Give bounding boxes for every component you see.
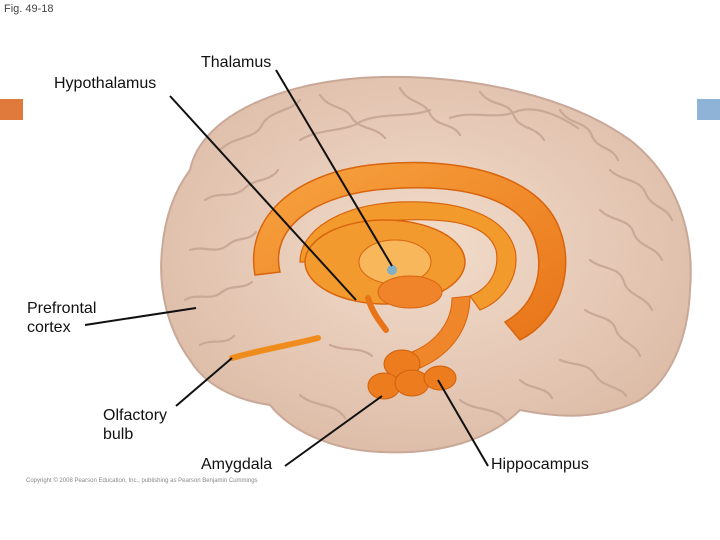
right-corner-marker <box>697 99 720 120</box>
copyright-notice: Copyright © 2008 Pearson Education, Inc.… <box>26 478 258 484</box>
thalamus-leader <box>275 69 393 267</box>
hypothalamus-leader <box>169 95 357 301</box>
label-hippocampus: Hippocampus <box>491 456 589 473</box>
brain-sulci <box>183 86 674 422</box>
label-prefrontal-cortex: Prefrontal cortex <box>27 299 96 337</box>
olfactory-leader <box>175 357 233 407</box>
label-olfactory-bulb: Olfactory bulb <box>103 406 167 444</box>
label-thalamus: Thalamus <box>201 54 272 71</box>
label-amygdala: Amygdala <box>201 456 273 473</box>
label-prefrontal-line1: Prefrontal <box>27 300 97 317</box>
label-olfactory-line1: Olfactory <box>103 407 168 424</box>
amygdala-leader <box>284 395 383 467</box>
limbic-system <box>229 161 567 400</box>
left-corner-marker <box>0 99 23 120</box>
leader-lines <box>84 69 489 467</box>
prefrontal-leader <box>84 307 197 326</box>
label-olfactory-line2: bulb <box>103 426 134 443</box>
label-prefrontal-line2: cortex <box>27 319 71 336</box>
figure-number: Fig. 49-18 <box>4 3 54 15</box>
hippocampus-leader <box>437 379 489 467</box>
label-hypothalamus: Hypothalamus <box>54 75 157 92</box>
